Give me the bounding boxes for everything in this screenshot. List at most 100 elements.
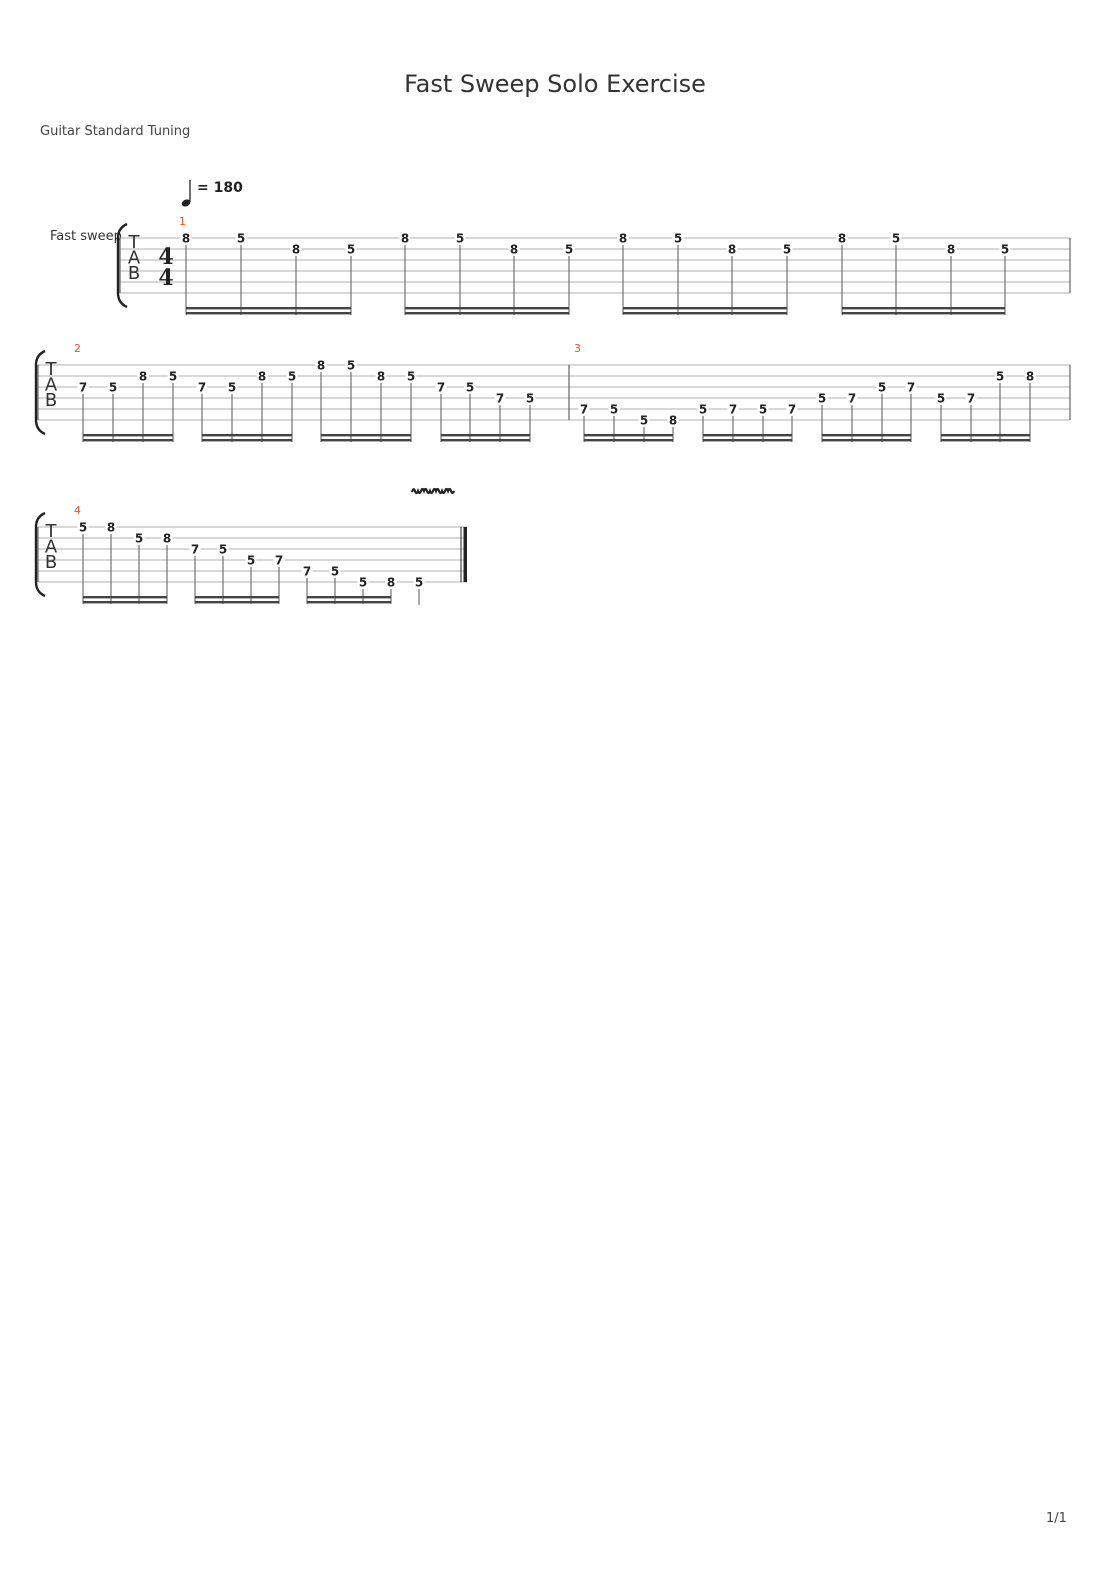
fret-number: 8 — [669, 413, 677, 427]
fret-number: 5 — [565, 242, 573, 256]
track-name-label: Fast sweep — [50, 229, 122, 244]
fret-number: 7 — [907, 380, 915, 394]
beam-16th — [941, 439, 1030, 442]
fret-bg — [781, 243, 793, 255]
fret-bg — [245, 554, 257, 566]
fret-bg — [167, 370, 179, 382]
fret-number: 8 — [377, 369, 385, 383]
fret-bg — [1024, 370, 1036, 382]
fret-bg — [133, 532, 145, 544]
beam-16th — [186, 307, 351, 310]
final-barline-thick — [463, 527, 467, 582]
fret-number: 5 — [466, 380, 474, 394]
fret-bg — [413, 576, 425, 588]
fret-bg — [672, 232, 684, 244]
beam-16th — [83, 439, 173, 442]
fret-number: 7 — [967, 391, 975, 405]
beam-16th — [405, 312, 569, 315]
fret-number: 5 — [109, 380, 117, 394]
fret-number: 5 — [456, 231, 464, 245]
fret-number: 8 — [947, 242, 955, 256]
fret-number: 7 — [191, 542, 199, 556]
fret-number: 7 — [275, 553, 283, 567]
fret-bg — [290, 243, 302, 255]
tab-clef-letter: T — [128, 232, 141, 253]
fret-number: 5 — [878, 380, 886, 394]
fret-number: 8 — [139, 369, 147, 383]
fret-bg — [137, 370, 149, 382]
fret-bg — [578, 403, 590, 415]
beam-16th — [623, 312, 787, 315]
fret-number: 5 — [288, 369, 296, 383]
fret-number: 5 — [415, 575, 423, 589]
fret-bg — [816, 392, 828, 404]
beam-16th — [83, 434, 173, 437]
beam-16th — [307, 601, 391, 604]
fret-number: 8 — [107, 520, 115, 534]
beam-16th — [405, 307, 569, 310]
fret-number: 5 — [937, 391, 945, 405]
fret-bg — [399, 232, 411, 244]
fret-number: 7 — [437, 380, 445, 394]
fret-number: 5 — [1001, 242, 1009, 256]
fret-number: 7 — [198, 380, 206, 394]
fret-bg — [905, 381, 917, 393]
fret-bg — [107, 381, 119, 393]
time-signature-numerator: 4 — [158, 244, 173, 270]
system-bracket — [34, 349, 46, 436]
beam-16th — [584, 434, 673, 437]
fret-bg — [329, 565, 341, 577]
system-bracket — [34, 511, 46, 598]
tab-clef-letter: A — [128, 248, 141, 269]
beam-16th — [202, 439, 292, 442]
fret-number: 5 — [892, 231, 900, 245]
beam-16th — [703, 434, 792, 437]
fret-number: 8 — [163, 531, 171, 545]
beam-16th — [842, 312, 1005, 315]
fret-number: 8 — [510, 242, 518, 256]
tab-clef-letter: B — [45, 552, 57, 573]
page-number: 1/1 — [1046, 1511, 1067, 1526]
fret-number: 5 — [219, 542, 227, 556]
fret-bg — [464, 381, 476, 393]
beam-16th — [307, 596, 391, 599]
beam-16th — [321, 439, 411, 442]
fret-bg — [77, 521, 89, 533]
fret-bg — [315, 359, 327, 371]
fret-number: 7 — [580, 402, 588, 416]
fret-bg — [617, 232, 629, 244]
fret-bg — [161, 532, 173, 544]
fret-bg — [180, 232, 192, 244]
fret-bg — [846, 392, 858, 404]
fret-bg — [273, 554, 285, 566]
score-title: Fast Sweep Solo Exercise — [404, 70, 706, 98]
fret-bg — [235, 232, 247, 244]
fret-bg — [454, 232, 466, 244]
fret-bg — [345, 243, 357, 255]
fret-number: 5 — [79, 520, 87, 534]
fret-number: 8 — [1026, 369, 1034, 383]
fret-bg — [563, 243, 575, 255]
fret-number: 5 — [699, 402, 707, 416]
beam-16th — [202, 434, 292, 437]
fret-number: 5 — [169, 369, 177, 383]
time-signature-denominator: 4 — [158, 265, 173, 291]
fret-number: 5 — [783, 242, 791, 256]
fret-number: 5 — [237, 231, 245, 245]
measure-number: 3 — [574, 342, 581, 355]
beam-16th — [623, 307, 787, 310]
fret-bg — [935, 392, 947, 404]
fret-number: 5 — [759, 402, 767, 416]
beam-16th — [83, 596, 167, 599]
fret-number: 8 — [619, 231, 627, 245]
tab-clef-letter: A — [45, 537, 58, 558]
fret-number: 8 — [182, 231, 190, 245]
fret-bg — [405, 370, 417, 382]
fret-number: 5 — [610, 402, 618, 416]
beam-16th — [195, 601, 279, 604]
tab-clef-letter: T — [45, 359, 58, 380]
beam-16th — [584, 439, 673, 442]
